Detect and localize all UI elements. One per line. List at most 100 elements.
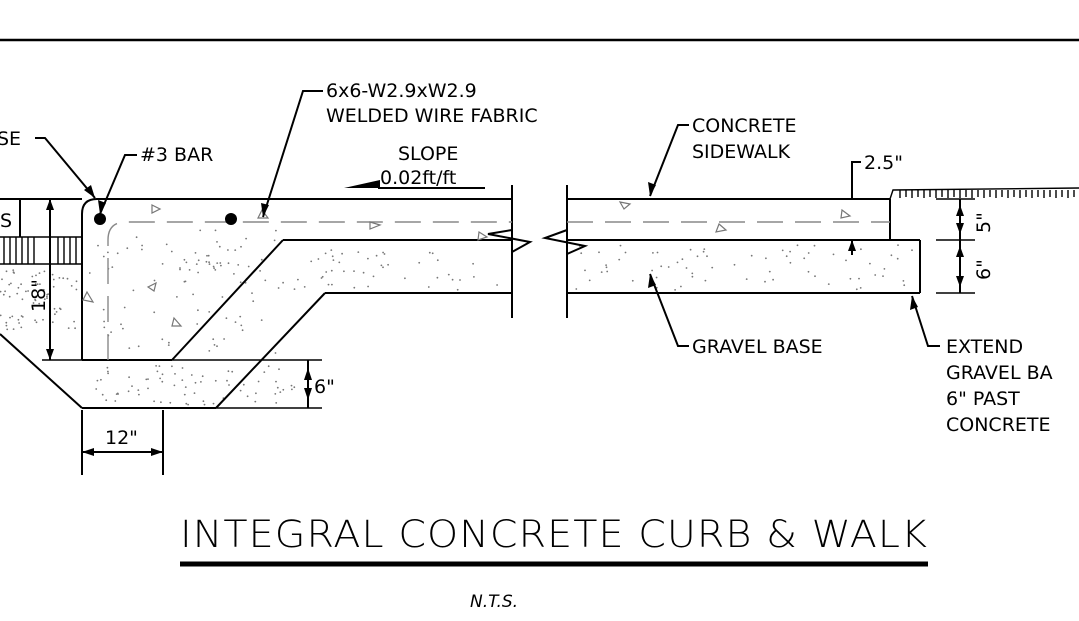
gravel-speck <box>290 384 293 387</box>
gravel-speck <box>260 258 263 261</box>
gravel-speck <box>173 384 176 387</box>
gravel-speck <box>62 277 65 280</box>
gravel-speck <box>158 365 161 367</box>
gravel-speck <box>827 283 830 285</box>
gravel-speck <box>431 252 434 255</box>
gravel-speck <box>17 286 20 289</box>
gravel-speck <box>103 320 105 323</box>
gravel-speck <box>227 262 230 265</box>
gravel-speck <box>245 237 248 240</box>
gravel-speck <box>860 248 862 251</box>
gravel-speck <box>213 267 216 269</box>
gravel-speck <box>768 270 771 273</box>
gravel-speck <box>781 249 784 252</box>
gravel-speck <box>241 329 244 332</box>
gravel-speck <box>0 290 2 293</box>
gravel-speck <box>155 365 158 367</box>
gravel-speck <box>310 260 313 263</box>
gravel-speck <box>691 275 694 278</box>
gravel-speck <box>330 269 333 272</box>
gravel-speck <box>51 273 54 276</box>
scale-note: N.T.S. <box>470 592 518 612</box>
gravel-speck <box>31 275 34 278</box>
gravel-speck <box>447 273 450 276</box>
gravel-speck <box>202 400 205 403</box>
leader-lines <box>35 90 940 347</box>
gravel-speck <box>674 289 676 291</box>
gravel-speck <box>47 293 50 295</box>
gravel-speck <box>176 296 178 298</box>
gravel-speck <box>116 392 119 395</box>
gravel-speck <box>903 284 906 287</box>
gravel-speck <box>0 314 2 317</box>
gravel-speck <box>382 266 384 269</box>
gravel-speck <box>372 275 375 278</box>
gravel-speck <box>184 386 187 388</box>
gravel-speck <box>183 280 186 283</box>
gravel-speck <box>165 243 168 246</box>
gravel-speck <box>380 264 383 267</box>
gravel-speck <box>27 290 29 292</box>
gravel-speck <box>427 286 430 288</box>
gravel-speck <box>855 288 858 291</box>
gravel-speck <box>9 316 11 319</box>
gravel-speck <box>264 279 267 282</box>
gravel-speck <box>575 288 578 290</box>
gravel-speck <box>46 297 48 299</box>
gravel-speck <box>807 252 810 254</box>
gravel-speck <box>897 244 899 247</box>
gravel-speck <box>58 277 61 279</box>
gravel-speck <box>667 266 670 268</box>
gravel-speck <box>600 271 603 273</box>
gravel-speck <box>813 244 816 247</box>
gravel-speck <box>110 331 112 333</box>
gravel-speck <box>473 276 475 278</box>
gravel-speck <box>383 253 386 255</box>
gravel-speck <box>832 253 835 256</box>
gravel-speck <box>161 263 164 265</box>
gravel-speck <box>168 341 170 344</box>
gravel-speck <box>75 280 78 283</box>
gravel-speck <box>279 391 282 393</box>
gravel-speck <box>131 385 133 387</box>
gravel-speck <box>106 366 109 369</box>
gravel-speck <box>138 393 140 396</box>
gravel-speck <box>890 254 893 257</box>
gravel-speck <box>34 283 37 285</box>
gravel-speck <box>20 315 23 317</box>
gravel-speck <box>147 378 149 380</box>
gravel-speck <box>785 255 788 258</box>
gravel-speck <box>103 326 106 329</box>
gravel-speck <box>214 229 217 232</box>
gravel-speck <box>208 350 211 352</box>
gravel-speck <box>20 326 23 329</box>
gravel-speck <box>239 315 242 318</box>
gravel-speck <box>685 267 688 269</box>
gravel-speck <box>234 249 237 252</box>
gravel-speck <box>111 266 114 268</box>
gravel-speck <box>807 270 810 273</box>
gravel-speck <box>212 338 215 341</box>
gravel-speck <box>317 258 320 260</box>
gravel-speck <box>704 279 707 282</box>
gravel-speck <box>167 344 170 346</box>
gravel-speck <box>845 259 847 262</box>
dim-footing-width: 12" <box>105 427 138 449</box>
gravel-speck <box>35 274 37 277</box>
gravel-speck <box>624 251 627 254</box>
gravel-speck <box>37 294 40 296</box>
gravel-speck <box>6 328 9 331</box>
gravel-speck <box>35 321 38 324</box>
gravel-speck <box>123 306 126 309</box>
gravel-speck <box>332 259 335 261</box>
gravel-speck <box>35 295 37 298</box>
gravel-speck <box>327 283 330 286</box>
gravel-speck <box>220 264 222 267</box>
gravel-speck <box>219 262 222 264</box>
gravel-speck <box>135 236 138 239</box>
gravel-speck <box>605 264 607 266</box>
gravel-speck <box>472 262 474 265</box>
gravel-speck <box>12 271 15 274</box>
gravel-speck <box>227 249 229 251</box>
